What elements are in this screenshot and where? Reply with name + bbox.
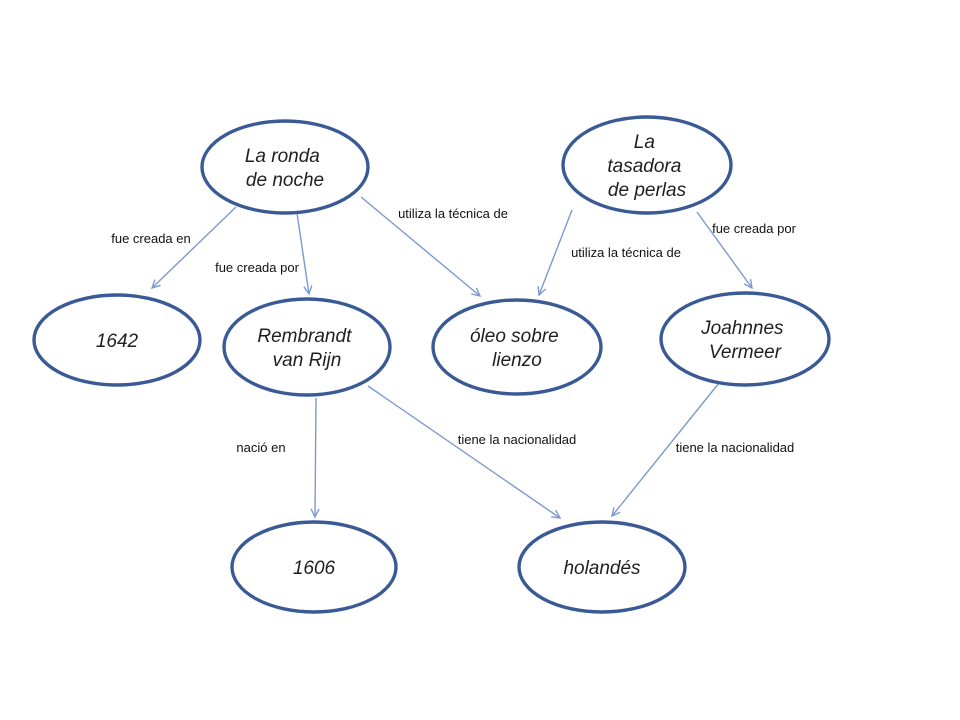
edge-rembrandt-holandes [367,385,562,519]
edge-label-fue-creada-en: fue creada en [111,231,191,246]
node-ellipse [222,297,392,397]
node-ellipse [561,115,733,215]
node-la-tasadora-de-perlas: La tasadora de perlas [561,115,733,215]
edge-tasadora-vermeer [696,211,753,290]
edge-ronda-1642 [150,206,237,290]
node-label: óleo sobre lienzo [470,326,564,371]
node-1642: 1642 [32,293,202,387]
node-ellipse [230,520,398,614]
edge-vermeer-holandes [611,382,720,518]
edge-ronda-oleo [360,196,482,298]
edge-label-nacionalidad-vermeer: tiene la nacionalidad [676,440,795,455]
edge-ronda-rembrandt [296,212,313,296]
node-joahnnes-vermeer: Joahnnes Vermeer [659,291,831,387]
edge-label-nacionalidad-rembrandt: tiene la nacionalidad [458,432,577,447]
node-label: La tasadora de perlas [607,132,686,201]
edge-label-utiliza-tecnica-tasadora: utiliza la técnica de [571,245,681,260]
node-ellipse [659,291,831,387]
node-label: Joahnnes Vermeer [700,318,789,363]
node-label: La ronda de noche [245,146,325,191]
node-ellipse [200,119,370,215]
node-label: 1606 [293,558,336,579]
edge-label-fue-creada-por-ronda: fue creada por [215,260,300,275]
node-1606: 1606 [230,520,398,614]
node-label: holandés [563,558,641,579]
node-label: 1642 [96,331,139,352]
node-ellipse [431,298,603,396]
node-holandes: holandés [517,520,687,614]
node-ellipse [517,520,687,614]
nodes: La ronda de noche La tasadora de perlas … [32,115,831,614]
node-la-ronda-de-noche: La ronda de noche [200,119,370,215]
node-ellipse [32,293,202,387]
edge-labels: fue creada en fue creada por utiliza la … [111,206,796,455]
node-label: Rembrandt van Rijn [257,326,356,371]
edge-rembrandt-1606 [310,397,320,519]
edge-label-utiliza-tecnica-ronda: utiliza la técnica de [398,206,508,221]
edge-label-nacio-en: nació en [236,440,285,455]
node-oleo-sobre-lienzo: óleo sobre lienzo [431,298,603,396]
node-rembrandt-van-rijn: Rembrandt van Rijn [222,297,392,397]
edge-tasadora-oleo [537,209,573,297]
edge-label-fue-creada-por-tasadora: fue creada por [712,221,797,236]
edges [150,196,753,519]
